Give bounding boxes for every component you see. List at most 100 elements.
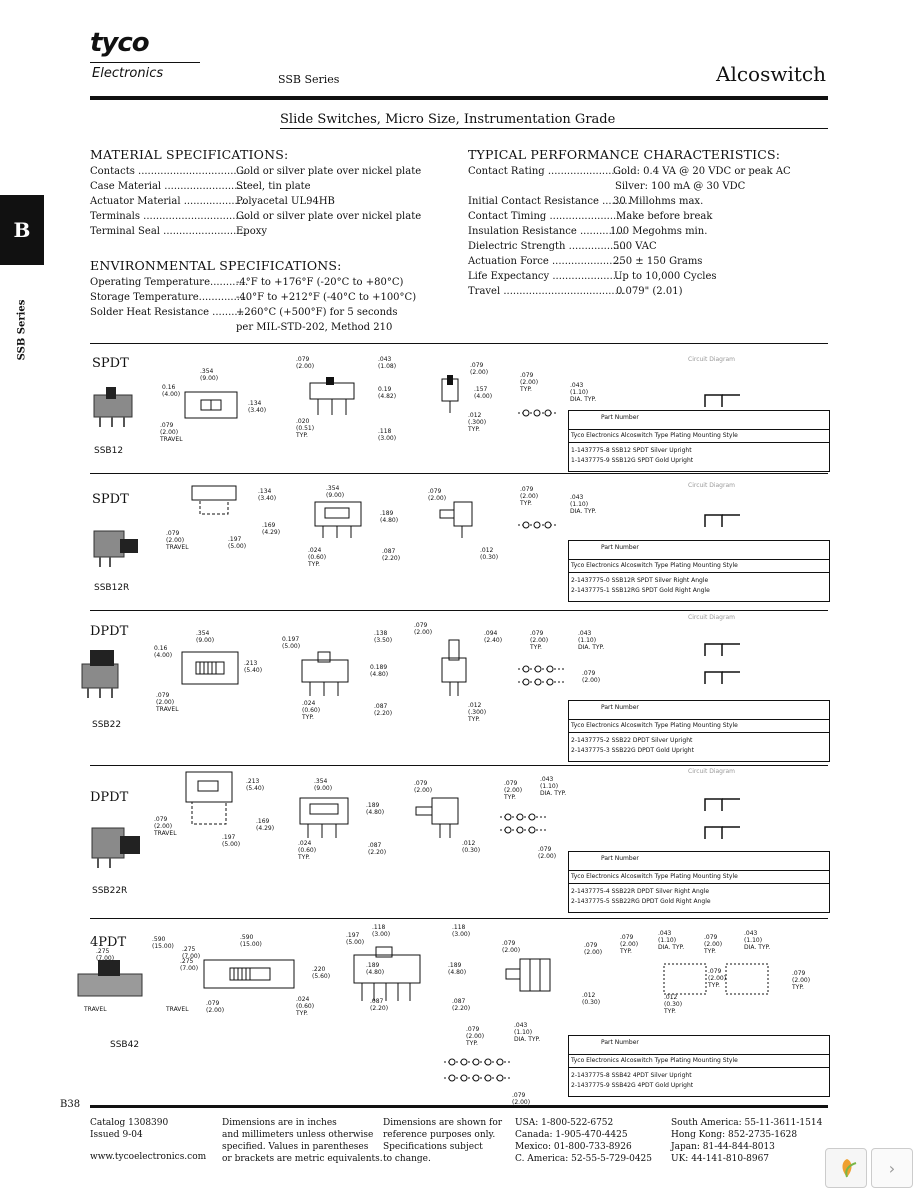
dim-label: .134(3.40)	[248, 400, 266, 414]
dim-label: .189(4.80)	[366, 802, 384, 816]
dim-value: .087	[370, 998, 384, 1005]
ssb12-side-view-drawing	[309, 377, 355, 415]
dim-value: .079	[620, 934, 634, 941]
ssb22-pcb-layout	[518, 665, 566, 686]
product-name: SSB22	[92, 720, 122, 730]
footer-text: Dimensions are shown for	[383, 1118, 503, 1128]
spec-row: Travel .................................…	[468, 284, 791, 299]
dim-value: (2.00)	[156, 699, 175, 706]
footer-text: to change.	[383, 1154, 431, 1164]
spec-key: Terminal Seal ..........................	[90, 226, 246, 237]
part-number-table: Part Number Tyco Electronics Alcoswitch …	[568, 540, 830, 602]
spec-value: Up to 10,000 Cycles	[614, 271, 717, 282]
dim-label: .087(2.20)	[374, 703, 392, 717]
next-page-button[interactable]: ›	[871, 1148, 913, 1188]
ssb12-top-view-drawing	[184, 391, 238, 419]
dim-label: 0.189(4.80)	[370, 664, 388, 678]
dim-value: .012	[468, 412, 482, 419]
logo-subtitle: Electronics	[92, 66, 164, 81]
switch-photo-ssb12	[93, 387, 133, 427]
spec-value: per MIL-STD-202, Method 210	[236, 322, 393, 333]
dim-value: (2.00)	[530, 637, 549, 644]
part-number-title: Part Number	[601, 1039, 639, 1046]
dim-label: .197(5.00)	[222, 834, 240, 848]
dim-label: .094(2.40)	[484, 630, 502, 644]
dim-value: .197	[228, 536, 242, 543]
part-number-row: 2-1437775-0 SSB12R SPDT Silver Right Ang…	[571, 577, 709, 584]
dim-label: .354(9.00)	[314, 778, 332, 792]
environmental-heading: ENVIRONMENTAL SPECIFICATIONS:	[90, 258, 342, 273]
product-name: SSB12R	[94, 583, 130, 593]
dim-value: .043	[570, 494, 584, 501]
dim-label: .079(2.00)TRAVEL	[154, 816, 177, 837]
switch-photo-ssb22	[81, 650, 119, 698]
dim-value: .079	[206, 1000, 220, 1007]
part-number-row: 2-1437775-4 SSB22R DPDT Silver Right Ang…	[571, 888, 710, 895]
dim-value: .138	[374, 630, 388, 637]
ssb12r-circuit-diagram	[704, 514, 740, 527]
dim-value: .079	[470, 362, 484, 369]
dim-value: .354	[314, 778, 328, 785]
dim-value: .157	[474, 386, 488, 393]
dim-value: (3.00)	[372, 931, 391, 938]
spec-key: Insulation Resistance ..............	[468, 226, 625, 237]
dim-value: DIA. TYP.	[578, 644, 605, 651]
footer-text: reference purposes only.	[383, 1130, 496, 1140]
ssb22r-top-view-drawing	[185, 771, 233, 825]
dim-label: .275(7.00)	[96, 948, 114, 962]
dim-value: 0.19	[378, 386, 392, 393]
part-number-row: 1-1437775-8 SSB12 SPDT Silver Upright	[571, 447, 692, 454]
dim-value: (3.00)	[378, 435, 397, 442]
switch-photo-ssb42	[77, 960, 143, 997]
dim-value: .079	[156, 692, 170, 699]
section-divider	[90, 343, 828, 344]
part-number-row: 2-1437775-9 SSB42G 4PDT Gold Upright	[571, 1082, 694, 1089]
footer-text: specified. Values in parentheses	[222, 1142, 369, 1152]
viewer-logo-button[interactable]	[825, 1148, 867, 1188]
dim-value: (4.29)	[262, 529, 281, 536]
dim-value: TYP.	[468, 716, 480, 723]
dim-value: (4.00)	[162, 391, 181, 398]
dim-label: .079(2.00)TRAVEL	[166, 530, 189, 551]
spec-row: Life Expectancy ......................Up…	[468, 269, 791, 284]
dim-value: (7.00)	[96, 955, 115, 962]
dim-value: TYP.	[620, 948, 632, 955]
dim-value: .275	[182, 946, 196, 953]
part-number-header: Tyco Electronics Alcoswitch Type Plating…	[571, 562, 738, 569]
product-type: DPDT	[90, 624, 129, 639]
dim-value: .024	[298, 840, 312, 847]
part-number-row: 2-1437775-5 SSB22RG DPDT Gold Right Angl…	[571, 898, 711, 905]
spec-row: Silver: 100 mA @ 30 VDC	[468, 179, 791, 194]
dim-value: (2.00)	[428, 495, 447, 502]
dim-value: (0.60)	[298, 847, 317, 854]
dim-value: .354	[196, 630, 210, 637]
spec-row: Actuation Force ......................25…	[468, 254, 791, 269]
dim-label: .043(1.10)DIA. TYP.	[570, 382, 596, 403]
section-side-label: SSB Series	[16, 299, 28, 361]
circuit-diagram-label: Circuit Diagram	[688, 482, 735, 489]
dim-value: (0.30)	[480, 554, 499, 561]
dim-value: (2.00)	[470, 369, 489, 376]
spec-value: +260°C (+500°F) for 5 seconds	[236, 307, 398, 318]
spec-row: Contact Rating ........................G…	[468, 164, 791, 179]
ssb12-circuit-diagram	[704, 394, 740, 407]
spec-key: Case Material ..........................	[90, 181, 247, 192]
dim-label: .043(1.10)DIA. TYP.	[540, 776, 566, 797]
dim-label: .275(7.00)	[180, 958, 198, 972]
leaf-logo-icon	[842, 1159, 857, 1178]
footer-website[interactable]: www.tycoelectronics.com	[90, 1152, 207, 1162]
dim-label: .189(4.80)	[448, 962, 466, 976]
dim-label: .079(2.00)	[502, 940, 520, 954]
ssb22r-end-view-drawing	[415, 797, 459, 838]
dim-label: .087(2.20)	[452, 998, 470, 1012]
product-type: SPDT	[92, 356, 129, 371]
dim-label: .043(1.10)DIA. TYP.	[514, 1022, 540, 1043]
dim-value: (1.10)	[540, 783, 559, 790]
switch-photo-ssb12r	[93, 530, 138, 567]
dim-value: (2.00)	[160, 429, 179, 436]
spec-key: Solder Heat Resistance ............	[90, 307, 251, 318]
dim-value: .079	[584, 942, 598, 949]
footer-text: Issued 9-04	[90, 1130, 143, 1140]
spec-key: Contact Rating ........................	[468, 166, 625, 177]
footer-text: South America: 55-11-3611-1514	[671, 1118, 823, 1128]
